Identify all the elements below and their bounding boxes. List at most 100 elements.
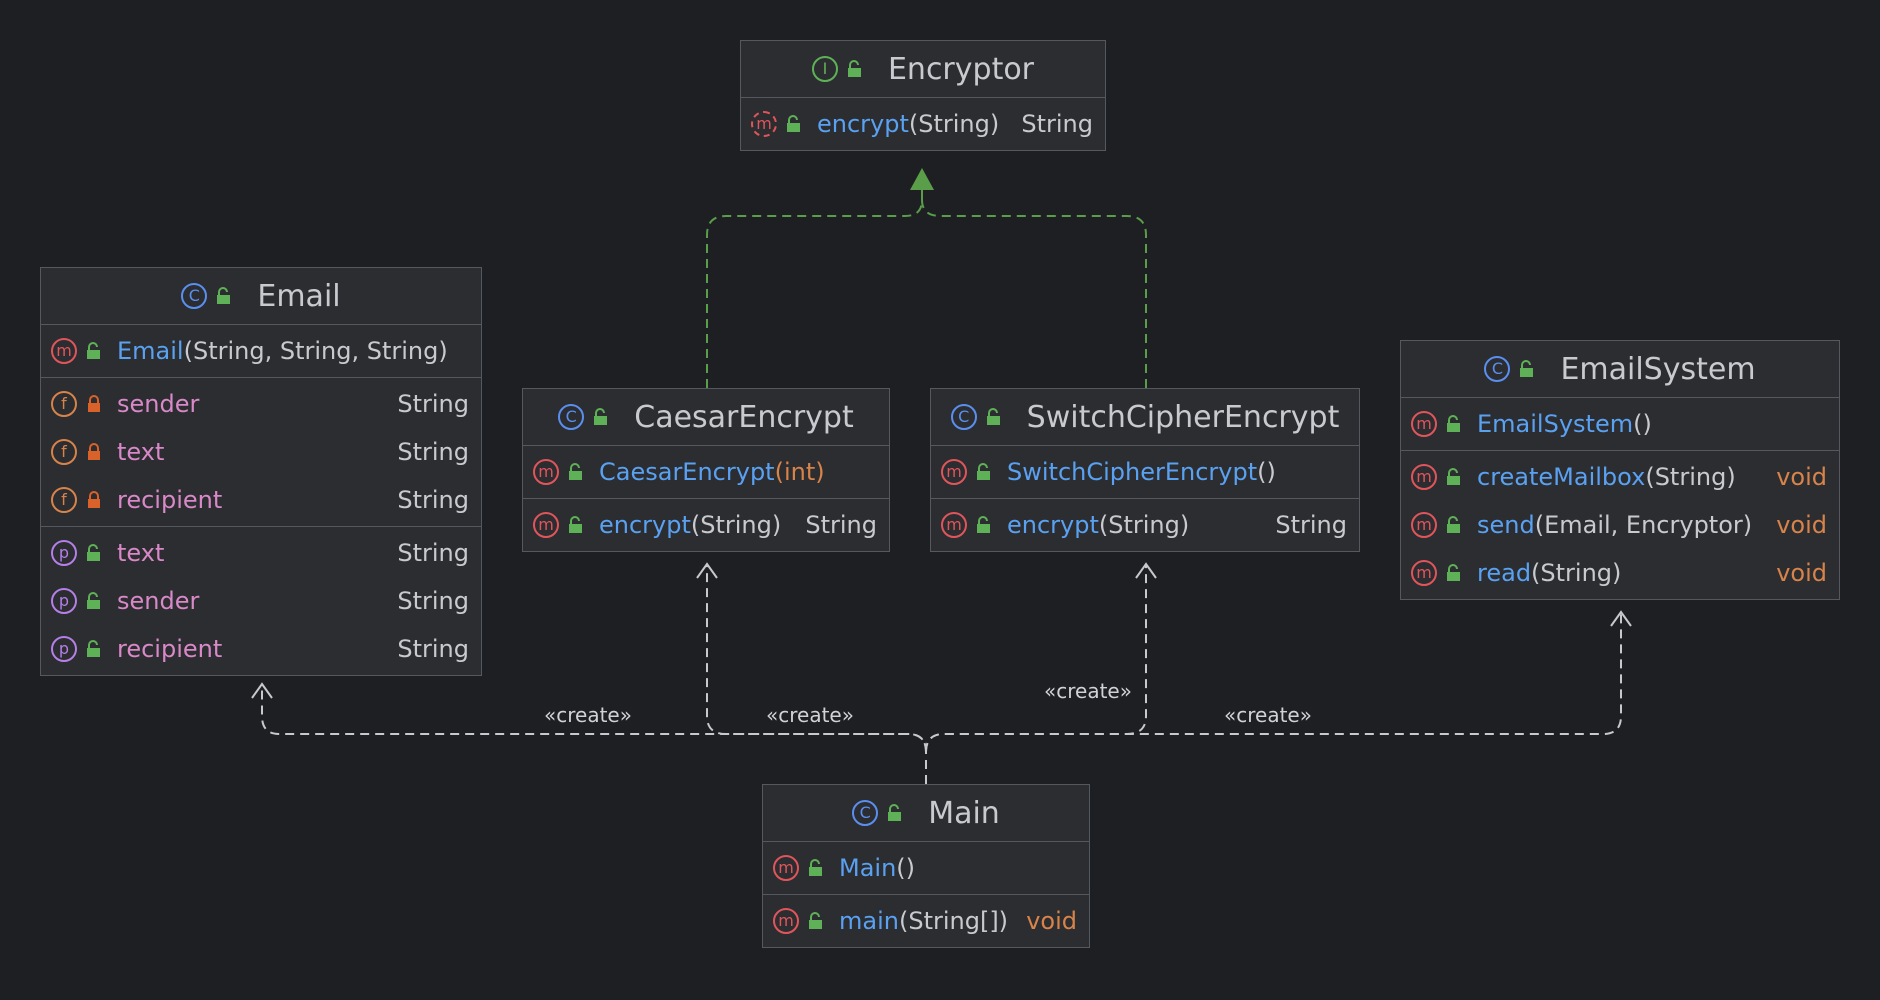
method-name: encrypt: [1007, 511, 1099, 539]
create-arrowhead-emailsystem: [1610, 610, 1632, 627]
create-label-caesar: «create»: [766, 703, 854, 727]
method-params: (String): [908, 110, 1000, 138]
class-box-email[interactable]: C Email m Email (String, String, String)…: [40, 267, 482, 676]
method-row[interactable]: m send (Email, Encryptor) void: [1401, 501, 1839, 549]
constructor-row[interactable]: m CaesarEncrypt (int): [523, 448, 889, 496]
private-lock-icon: [85, 491, 103, 509]
field-name: sender: [117, 390, 200, 418]
method-icon: m: [51, 338, 77, 364]
property-row[interactable]: p sender String: [41, 577, 481, 625]
property-icon: p: [51, 636, 77, 662]
constructor-params: (String, String, String): [183, 337, 448, 365]
public-icon: [1518, 360, 1536, 378]
class-box-switchcipherencrypt[interactable]: C SwitchCipherEncrypt m SwitchCipherEncr…: [930, 388, 1360, 552]
class-icon: C: [950, 404, 977, 430]
class-name: EmailSystem: [1560, 351, 1756, 387]
constructor-params: (): [896, 854, 916, 882]
constructor-name: CaesarEncrypt: [599, 458, 775, 486]
return-type: String: [1275, 511, 1347, 539]
method-icon: m: [1411, 560, 1437, 586]
public-icon: [846, 60, 864, 78]
class-box-emailsystem[interactable]: C EmailSystem m EmailSystem () m createM…: [1400, 340, 1840, 600]
class-box-caesarencrypt[interactable]: C CaesarEncrypt m CaesarEncrypt (int) m …: [522, 388, 890, 552]
method-name: send: [1477, 511, 1535, 539]
field-name: recipient: [117, 486, 223, 514]
method-row[interactable]: m createMailbox (String) void: [1401, 453, 1839, 501]
constructors-section: m CaesarEncrypt (int): [523, 446, 889, 499]
field-row[interactable]: f text String: [41, 428, 481, 476]
method-params: (String): [1531, 559, 1622, 587]
field-type: String: [397, 486, 469, 514]
method-icon: m: [941, 512, 967, 538]
method-name: createMailbox: [1477, 463, 1646, 491]
property-name: sender: [117, 587, 200, 615]
create-arrowhead-switchcipher: [1135, 562, 1157, 579]
return-type: String: [805, 511, 877, 539]
field-icon: f: [51, 439, 77, 465]
methods-section: m encrypt (String) String: [523, 499, 889, 551]
public-icon: [85, 592, 103, 610]
return-type: String: [1021, 110, 1093, 138]
public-icon: [886, 804, 904, 822]
method-icon: m: [773, 908, 799, 934]
property-name: recipient: [117, 635, 223, 663]
field-type: String: [397, 438, 469, 466]
class-header: I Encryptor: [741, 41, 1105, 98]
method-row[interactable]: m encrypt (String) String: [931, 501, 1359, 549]
property-type: String: [397, 539, 469, 567]
methods-section: m main (String[]) void: [763, 895, 1089, 947]
property-type: String: [397, 587, 469, 615]
create-arrowheads: [251, 562, 1632, 699]
properties-section: p text String p sender String p recipien…: [41, 527, 481, 675]
method-row[interactable]: m read (String) void: [1401, 549, 1839, 597]
property-row[interactable]: p text String: [41, 529, 481, 577]
public-icon: [1445, 516, 1463, 534]
constructor-row[interactable]: m SwitchCipherEncrypt (): [931, 448, 1359, 496]
field-type: String: [397, 390, 469, 418]
method-row[interactable]: m encrypt (String) String: [523, 501, 889, 549]
method-name: main: [839, 907, 899, 935]
private-lock-icon: [85, 395, 103, 413]
method-params: (String): [1645, 463, 1736, 491]
return-type: void: [1776, 559, 1827, 587]
class-name: Email: [257, 278, 341, 314]
constructor-name: SwitchCipherEncrypt: [1007, 458, 1258, 486]
field-name: text: [117, 438, 165, 466]
create-arrowhead-email: [251, 682, 273, 699]
constructor-params: (int): [774, 458, 825, 486]
public-icon: [1445, 468, 1463, 486]
public-icon: [1445, 415, 1463, 433]
create-edge-email: [261, 686, 927, 784]
constructor-row[interactable]: m EmailSystem (): [1401, 400, 1839, 448]
property-row[interactable]: p recipient String: [41, 625, 481, 673]
create-edge-switchcipher: [925, 566, 1147, 753]
method-params: (String[]): [898, 907, 1009, 935]
class-box-encryptor[interactable]: I Encryptor m encrypt (String) String: [740, 40, 1106, 151]
class-icon: C: [181, 283, 208, 309]
field-icon: f: [51, 487, 77, 513]
implements-edges: [706, 188, 1147, 388]
return-type: void: [1026, 907, 1077, 935]
public-icon: [975, 516, 993, 534]
class-header: C Email: [41, 268, 481, 325]
constructor-params: (): [1257, 458, 1276, 486]
constructor-row[interactable]: m Email (String, String, String): [41, 327, 481, 375]
class-box-main[interactable]: C Main m Main () m main (String[]) void: [762, 784, 1090, 948]
method-row[interactable]: m main (String[]) void: [763, 897, 1089, 945]
constructor-row[interactable]: m Main (): [763, 844, 1089, 892]
public-icon: [567, 516, 585, 534]
constructor-name: EmailSystem: [1477, 410, 1634, 438]
method-params: (Email, Encryptor): [1534, 511, 1753, 539]
public-icon: [85, 544, 103, 562]
private-lock-icon: [85, 443, 103, 461]
method-row[interactable]: m encrypt (String) String: [741, 100, 1105, 148]
method-params: (String): [690, 511, 782, 539]
method-params: (String): [1098, 511, 1190, 539]
create-label-emailsystem: «create»: [1224, 703, 1312, 727]
create-edges: [261, 566, 1622, 784]
field-row[interactable]: f recipient String: [41, 476, 481, 524]
method-name: encrypt: [599, 511, 691, 539]
abstract-method-icon: m: [751, 111, 777, 137]
field-row[interactable]: f sender String: [41, 380, 481, 428]
